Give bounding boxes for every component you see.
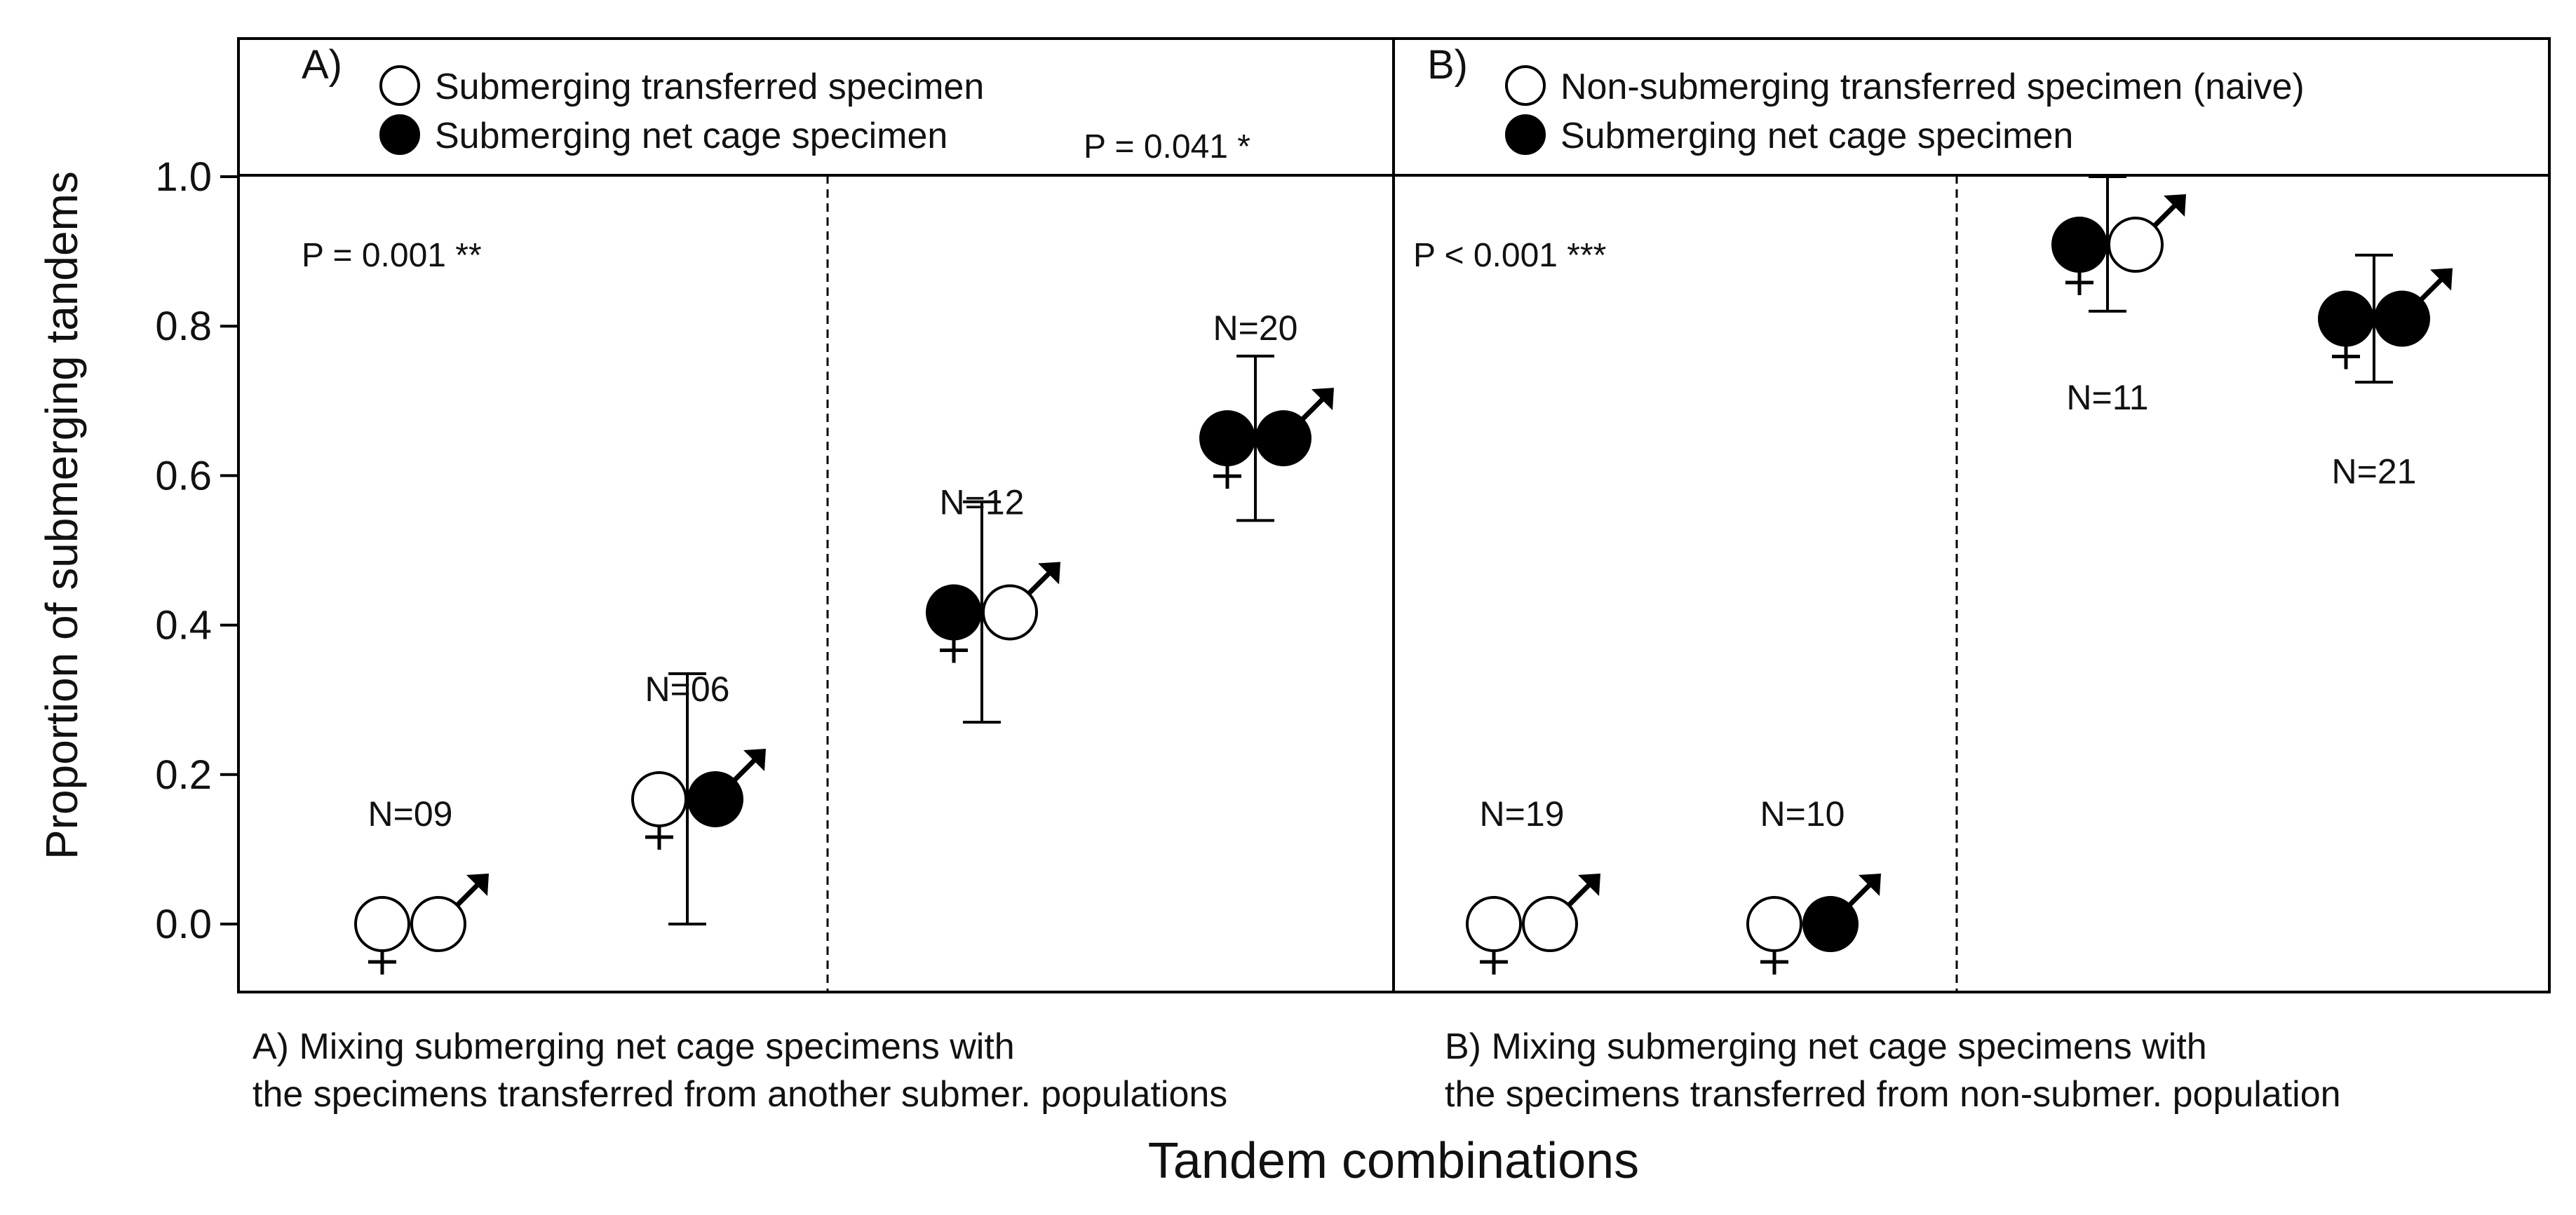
female-symbol-filled [1199,410,1255,467]
y-tick-label: 0.8 [155,304,212,349]
male-symbol-open [1522,896,1578,952]
male-symbol-filled [1255,410,1311,467]
p-value-label: P < 0.001 *** [1413,237,1606,274]
n-label: N=11 [2066,378,2148,417]
legend-entry: Submerging transferred specimen [435,67,984,107]
female-symbol-filled [2051,217,2108,273]
p-value-label: P = 0.001 ** [302,237,482,274]
p-value-label: P = 0.041 * [1084,128,1250,165]
panel-label: A) [302,42,342,88]
n-label: N=09 [368,794,453,834]
male-symbol-open-arrowhead [1578,874,1600,896]
y-tick-label: 0.4 [155,603,212,649]
male-symbol-filled-arrowhead [743,748,766,771]
legend-marker-open [379,65,420,106]
y-tick-label: 0.2 [155,752,212,798]
n-label: N=19 [1480,794,1565,834]
n-label: N=21 [2332,452,2417,491]
y-tick-label: 1.0 [155,154,212,200]
male-symbol-open-arrowhead [466,874,489,896]
legend-entry: Submerging net cage specimen [435,116,948,156]
n-label: N=10 [1760,794,1845,834]
n-label: N=06 [645,670,730,709]
male-symbol-open [410,896,466,952]
female-symbol-open [354,896,410,952]
y-tick-label: 0.0 [155,902,212,947]
n-label: N=12 [940,482,1025,522]
female-symbol-filled [926,584,982,641]
female-symbol-open [1466,896,1522,952]
panel-caption-line: B) Mixing submerging net cage specimens … [1445,1026,2207,1067]
female-symbol-open [631,771,687,827]
male-symbol-open [982,584,1038,641]
panel-label: B) [1427,42,1468,88]
female-symbol-open [1746,896,1802,952]
male-symbol-filled [1802,896,1859,952]
male-symbol-open-arrowhead [1038,562,1060,585]
legend-marker-open [1505,65,1546,106]
male-symbol-filled-arrowhead [1859,874,1881,896]
legend-entry: Non-submerging transferred specimen (nai… [1560,67,2305,107]
panel-caption-line: A) Mixing submerging net cage specimens … [252,1026,1015,1067]
male-symbol-filled [2374,290,2430,347]
legend-marker-filled [1505,114,1546,155]
male-symbol-filled [687,771,743,827]
y-tick-label: 0.6 [155,453,212,498]
y-axis-label: Proportion of submerging tandems [36,171,87,860]
male-symbol-filled-arrowhead [2430,268,2453,291]
legend-marker-filled [379,114,420,155]
panel-caption-line: the specimens transferred from another s… [252,1074,1227,1115]
male-symbol-open-arrowhead [2164,194,2186,217]
n-label: N=20 [1213,308,1298,348]
panel-caption-line: the specimens transferred from non-subme… [1445,1074,2341,1115]
female-symbol-filled [2318,290,2374,347]
legend-entry: Submerging net cage specimen [1560,116,2073,156]
male-symbol-open [2108,217,2164,273]
x-axis-label: Tandem combinations [1148,1133,1639,1189]
male-symbol-filled-arrowhead [1311,388,1334,411]
